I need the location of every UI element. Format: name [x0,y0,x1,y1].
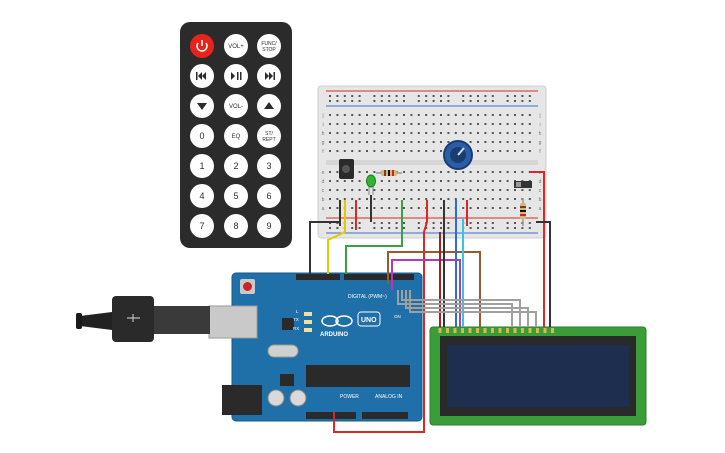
breadboard-row-letter: i [539,122,540,128]
breadboard-row-letter: g [322,140,325,146]
remote-up-arrow-button[interactable] [257,94,281,118]
remote-button-5[interactable]: 5 [224,184,248,208]
down-arrow-icon [197,103,207,110]
arduino-logo-text: ARDUINO [320,332,348,338]
remote-button-2[interactable]: 2 [224,154,248,178]
usb-cable[interactable] [76,296,210,342]
remote-button-label: 7 [199,221,204,231]
arduino-power-label: POWER [340,394,359,400]
breadboard-row-letter: j [321,113,323,119]
remote-button-label: VOL- [229,104,243,110]
remote-button-8[interactable]: 8 [224,214,248,238]
resistor-led[interactable] [376,170,402,176]
lcd-display[interactable] [429,326,647,426]
remote-button-label: 5 [233,191,238,201]
resistor-vertical[interactable] [520,198,526,226]
remote-button-st-rept[interactable]: ST/REPT [257,124,281,148]
ir-remote[interactable]: VOL+ FUNC/STOP VOL- 0 EQ ST/REPT 1 2 3 4 5 6 7 8 9 [180,22,292,248]
remote-button-label: STOP [262,47,276,53]
remote-rewind-button[interactable] [190,64,214,88]
remote-down-arrow-button[interactable] [190,94,214,118]
remote-fast-forward-button[interactable] [257,64,281,88]
remote-button-label: EQ [232,134,241,140]
remote-button-4[interactable]: 4 [190,184,214,208]
wires [309,171,551,433]
breadboard-row-letter: h [539,131,542,137]
breadboard-row-letter: c [322,188,325,194]
power-icon [196,40,208,52]
remote-button-func-stop[interactable]: FUNC/STOP [257,34,281,58]
remote-button-grid: VOL+ FUNC/STOP VOL- 0 EQ ST/REPT 1 2 3 4 5 6 7 8 9 [190,34,281,238]
arduino-rx-label: RX [293,326,299,331]
remote-button-label: 3 [266,161,271,171]
arduino-l-label: L [296,309,299,314]
breadboard-holes [329,95,531,229]
remote-button-label: 8 [233,221,238,231]
remote-play-pause-button[interactable] [224,64,248,88]
remote-button-9[interactable]: 9 [257,214,281,238]
arduino-uno-text: UNO [361,317,377,324]
breadboard-row-letter: d [322,179,325,185]
green-led[interactable] [366,174,376,195]
remote-button-label: 0 [199,131,204,141]
fast-forward-icon [265,72,275,80]
breadboard-row-letter: g [539,140,542,146]
remote-button-1[interactable]: 1 [190,154,214,178]
remote-button-label: 6 [266,191,271,201]
breadboard-row-letter: c [539,188,542,194]
lcd-pin-header [438,328,554,333]
breadboard-row-letter: b [539,197,542,203]
potentiometer[interactable] [443,140,473,170]
remote-button-label: 4 [199,191,204,201]
remote-button-eq[interactable]: EQ [224,124,248,148]
breadboard-row-letter: d [539,179,542,185]
remote-button-vol[interactable]: VOL- [224,94,248,118]
arduino-digital-label: DIGITAL (PWM~) [348,294,387,300]
remote-button-label: ST/ [265,131,273,137]
breadboard-row-letter: e [322,170,325,176]
remote-button-label: 1 [199,161,204,171]
remote-button-3[interactable]: 3 [257,154,281,178]
remote-button-label: 2 [233,161,238,171]
breadboard-row-letter: a [322,206,325,212]
play-pause-icon [231,72,242,80]
remote-button-label: REPT [262,137,275,143]
breadboard-row-letter: f [322,149,324,155]
breadboard-row-letter: f [539,149,541,155]
remote-button-vol[interactable]: VOL+ [224,34,248,58]
up-arrow-icon [264,102,274,109]
remote-button-label: 9 [266,221,271,231]
breadboard-row-letter: j [538,113,540,119]
slide-switch[interactable] [514,181,532,188]
remote-button-label: VOL+ [228,44,244,50]
remote-power-button[interactable] [190,34,214,58]
remote-button-7[interactable]: 7 [190,214,214,238]
remote-button-6[interactable]: 6 [257,184,281,208]
arduino-tx-label: TX [293,317,299,322]
breadboard-row-letter: h [322,131,325,137]
ir-receiver[interactable] [339,159,354,179]
arduino-on-label: ON [394,314,401,319]
arduino-analog-label: ANALOG IN [375,394,403,400]
rewind-icon [196,72,206,80]
remote-button-label: FUNC/ [261,41,277,47]
breadboard-row-letter: i [322,122,323,128]
breadboard-row-letter: a [539,206,542,212]
remote-button-0[interactable]: 0 [190,124,214,148]
arduino-uno[interactable] [208,272,423,422]
breadboard-row-letter: b [322,197,325,203]
